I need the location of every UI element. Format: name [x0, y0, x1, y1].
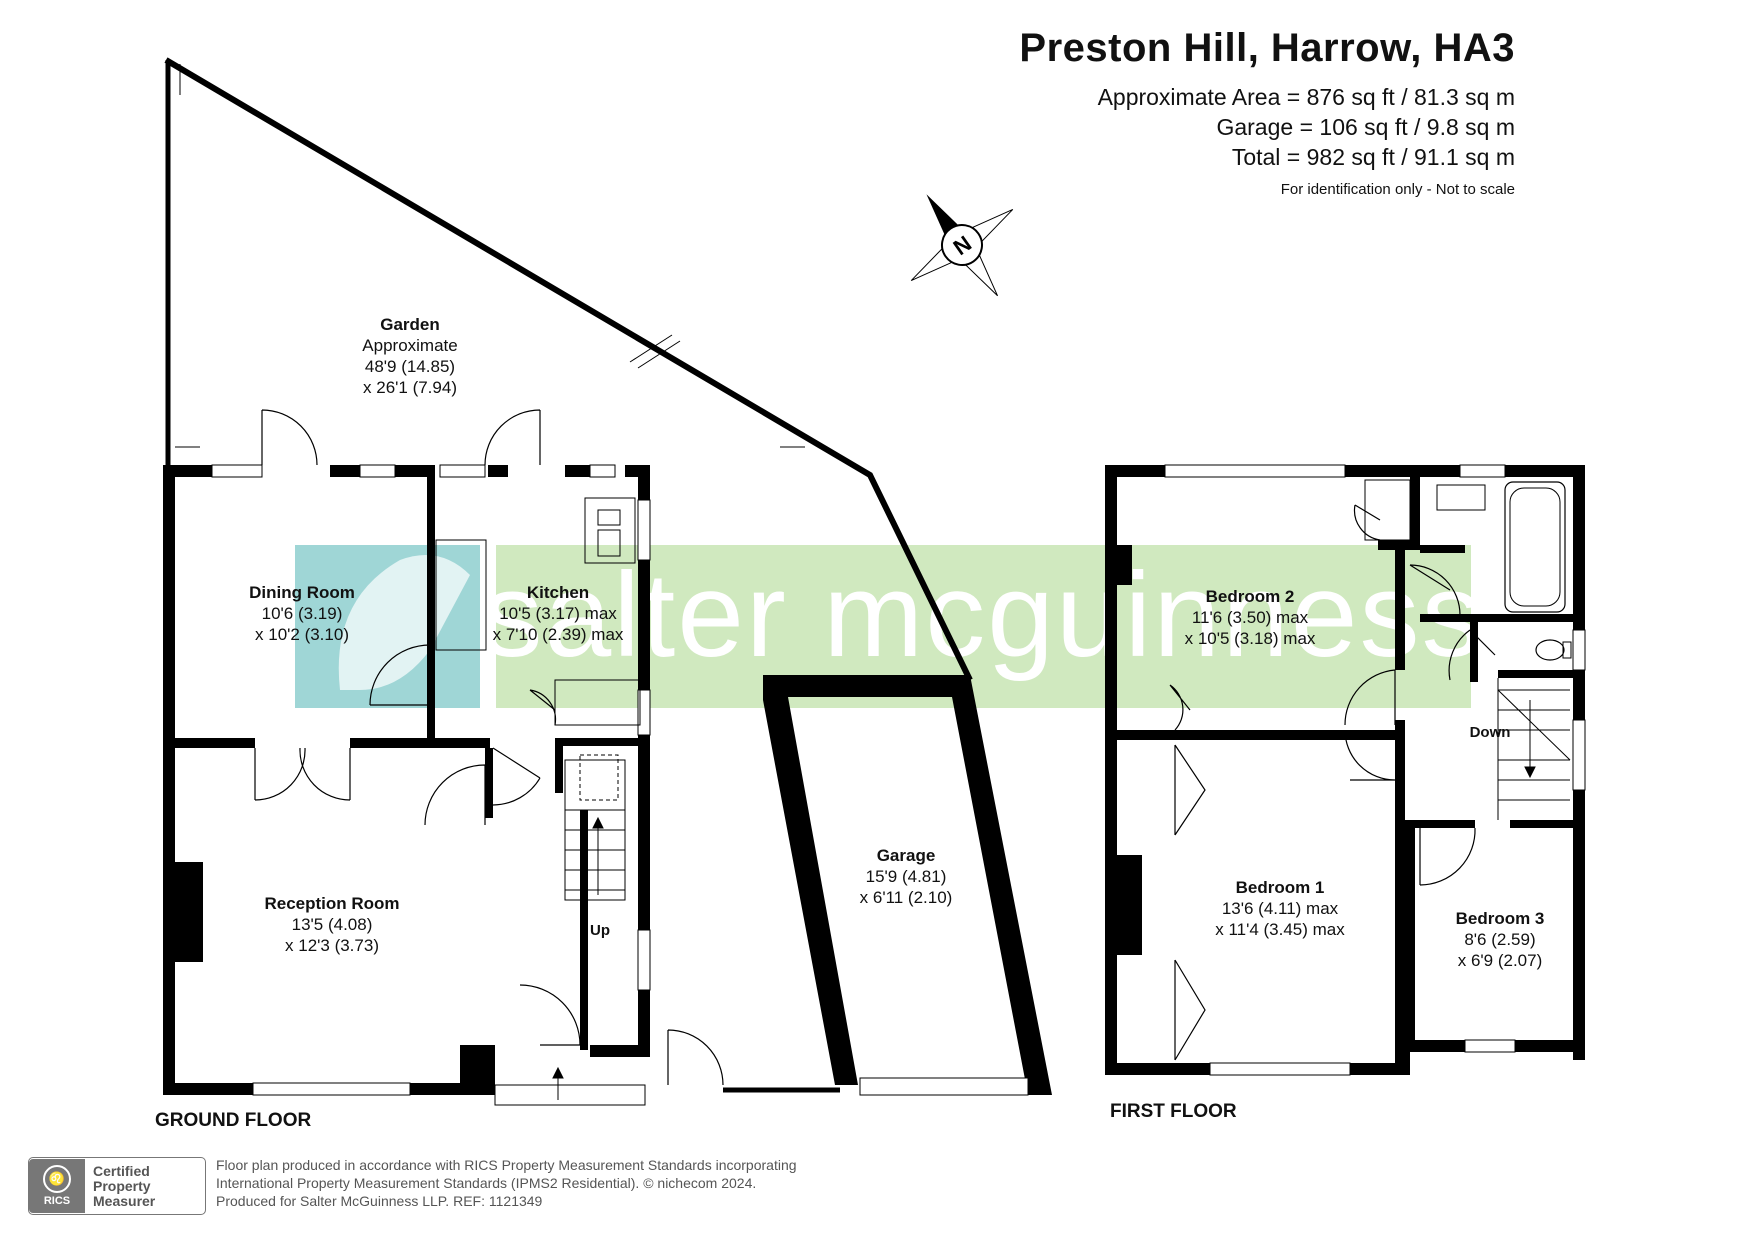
rics-lion-icon: ♌	[43, 1165, 71, 1193]
ground-floor-label: GROUND FLOOR	[155, 1110, 311, 1131]
first-stairs	[1497, 678, 1571, 820]
ground-floor-doors	[254, 409, 724, 1086]
rics-line-3: Measurer	[93, 1192, 156, 1209]
ground-floor-walls	[163, 464, 651, 1106]
watermark-text: salter mcguinness	[482, 548, 1483, 682]
bedroom-2-dim2: x 10'5 (3.18) max	[1185, 629, 1316, 648]
reception-room-name: Reception Room	[264, 894, 399, 913]
bedroom-3-dim2: x 6'9 (2.07)	[1458, 951, 1543, 970]
first-floor-doors	[1169, 504, 1496, 1061]
rics-line-1: Certified	[93, 1162, 150, 1179]
first-floor-walls	[1105, 464, 1586, 1076]
watermark: salter mcguinness	[295, 545, 1483, 708]
stairs-down-label: Down	[1470, 724, 1511, 741]
compass-north-icon: N	[910, 194, 1014, 297]
garage-walls	[723, 675, 1052, 1096]
rics-logo-text: RICS	[43, 1195, 71, 1207]
approximate-area: Approximate Area = 876 sq ft / 81.3 sq m	[1097, 84, 1515, 110]
bedroom-3-dim1: 8'6 (2.59)	[1464, 930, 1535, 949]
garage-name: Garage	[877, 846, 936, 865]
garden-width: x 26'1 (7.94)	[363, 378, 457, 397]
footer-disclaimer: Floor plan produced in accordance with R…	[216, 1156, 797, 1210]
watermark-band	[496, 545, 1471, 708]
stairs-up-label: Up	[590, 922, 610, 939]
bedroom-2-name: Bedroom 2	[1206, 587, 1295, 606]
garage-dim2: x 6'11 (2.10)	[860, 888, 953, 907]
dining-room-dim1: 10'6 (3.19)	[262, 604, 343, 623]
ground-stairs	[552, 754, 625, 1100]
total-area: Total = 982 sq ft / 91.1 sq m	[1231, 144, 1515, 170]
garden-name: Garden	[380, 315, 440, 334]
footer-line-1: Floor plan produced in accordance with R…	[216, 1157, 797, 1173]
rics-badge: ♌ RICS Certified Property Measurer	[28, 1157, 206, 1215]
rics-line-2: Property	[93, 1177, 151, 1194]
bedroom-1-dim2: x 11'4 (3.45) max	[1215, 920, 1345, 939]
kitchen-dim2: x 7'10 (2.39) max	[493, 625, 624, 644]
rics-logo: ♌ RICS	[29, 1159, 85, 1213]
first-floor-label: FIRST FLOOR	[1110, 1101, 1237, 1122]
rics-certification: Certified Property Measurer	[85, 1162, 156, 1209]
property-title: Preston Hill, Harrow, HA3	[1019, 26, 1515, 70]
reception-room-dim2: x 12'3 (3.73)	[285, 936, 379, 955]
garden-approx: Approximate	[362, 336, 457, 355]
identification-note: For identification only - Not to scale	[1280, 181, 1515, 198]
garden-outline	[164, 57, 973, 682]
bedroom-1-dim1: 13'6 (4.11) max	[1222, 899, 1339, 918]
bedroom-1-name: Bedroom 1	[1236, 878, 1325, 897]
reception-room-dim1: 13'5 (4.08)	[292, 915, 373, 934]
footer-line-3: Produced for Salter McGuinness LLP. REF:…	[216, 1193, 543, 1209]
kitchen-name: Kitchen	[527, 583, 589, 602]
garage-dim1: 15'9 (4.81)	[866, 867, 947, 886]
kitchen-dim1: 10'5 (3.17) max	[499, 604, 617, 623]
garage-area: Garage = 106 sq ft / 9.8 sq m	[1216, 114, 1515, 140]
dining-room-name: Dining Room	[249, 583, 355, 602]
bedroom-3-name: Bedroom 3	[1456, 909, 1545, 928]
dining-room-dim2: x 10'2 (3.10)	[255, 625, 349, 644]
bedroom-2-dim1: 11'6 (3.50) max	[1192, 608, 1309, 627]
footer-line-2: International Property Measurement Stand…	[216, 1175, 757, 1191]
garden-length: 48'9 (14.85)	[365, 357, 455, 376]
